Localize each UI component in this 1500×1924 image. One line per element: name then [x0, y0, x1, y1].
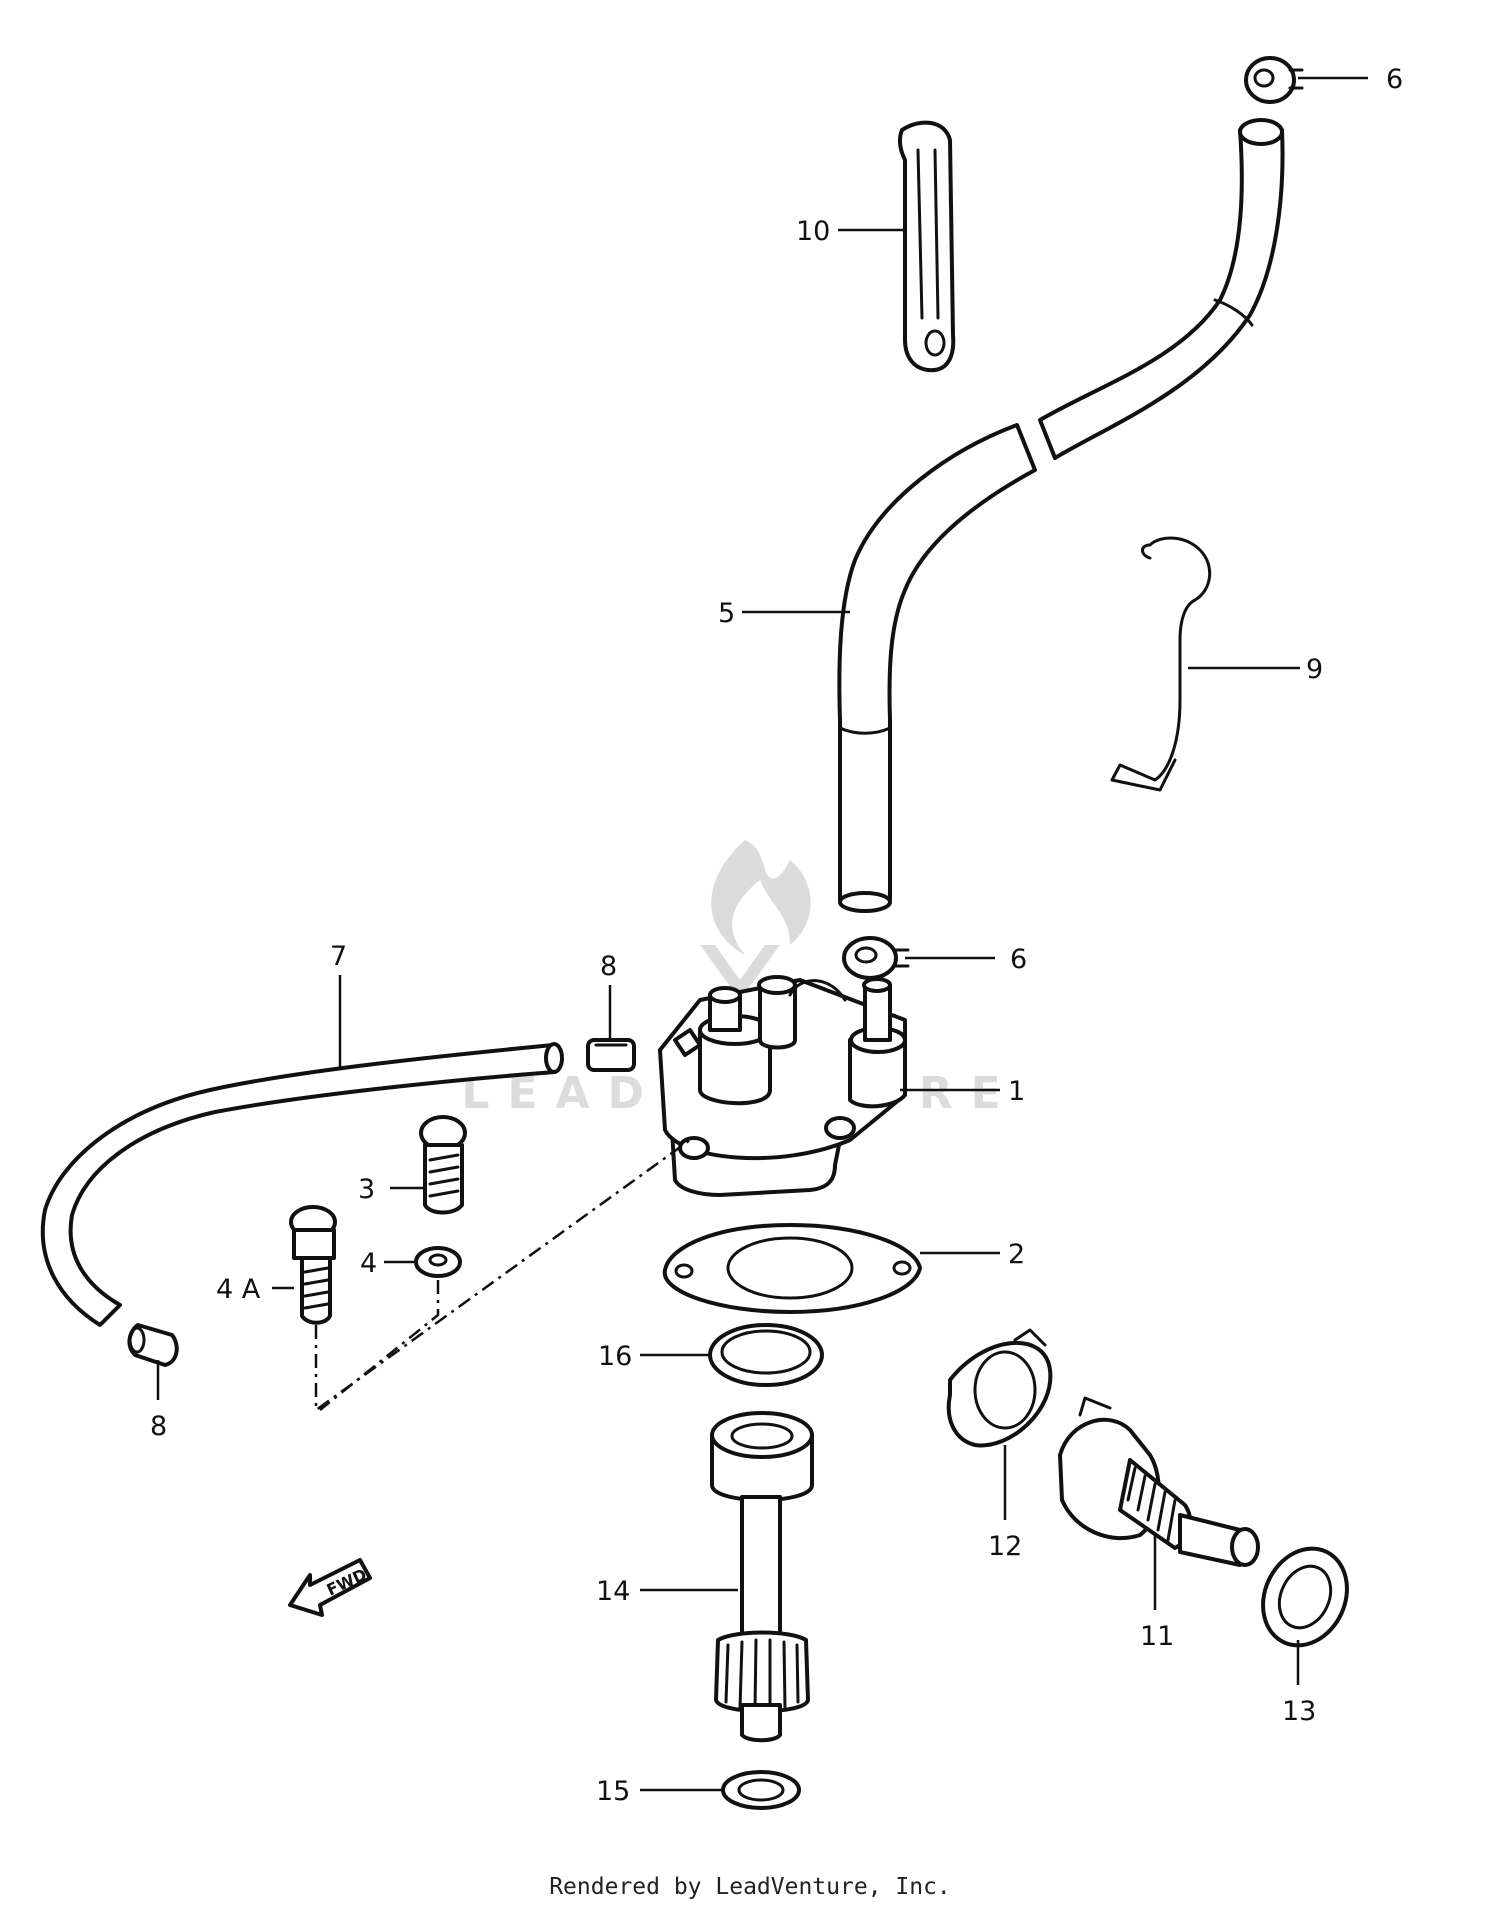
- callout-14: 14: [596, 1576, 630, 1607]
- callout-6-mid: 6: [1010, 944, 1027, 975]
- part-9-wire-clip[interactable]: [1110, 536, 1212, 792]
- callout-16: 16: [598, 1341, 632, 1372]
- callout-11: 11: [1140, 1621, 1174, 1652]
- part-8-nozzle-lower[interactable]: [127, 1323, 179, 1367]
- part-16-o-ring[interactable]: [708, 1323, 824, 1387]
- callout-12: 12: [988, 1531, 1022, 1562]
- callout-7: 7: [330, 941, 347, 972]
- callout-9: 9: [1306, 654, 1323, 685]
- part-5-hose-lower[interactable]: [837, 423, 1037, 913]
- callout-8-lower: 8: [150, 1411, 167, 1442]
- part-2-gasket[interactable]: [662, 1223, 922, 1314]
- callout-15: 15: [596, 1776, 630, 1807]
- part-14-drive-shaft[interactable]: [710, 1411, 814, 1743]
- fwd-arrow-icon: FWD: [288, 1558, 372, 1617]
- part-4a-bolt[interactable]: [289, 1205, 337, 1325]
- callout-6-top: 6: [1386, 64, 1403, 95]
- callout-10: 10: [796, 216, 830, 247]
- callout-8-top: 8: [600, 951, 617, 982]
- part-3-screw[interactable]: [419, 1115, 467, 1215]
- callout-3: 3: [358, 1174, 375, 1205]
- callouts: 6 10 5 9 7 8 6 1 3 4 4 A 2 16 8 12 11 14…: [150, 64, 1403, 1807]
- part-15-washer[interactable]: [721, 1770, 801, 1810]
- assembly-lines: [314, 1138, 691, 1413]
- part-8-nozzle-top[interactable]: [586, 1038, 636, 1072]
- callout-4a: 4 A: [216, 1274, 261, 1305]
- part-5-hose-upper[interactable]: [1038, 118, 1285, 460]
- callout-1: 1: [1008, 1076, 1025, 1107]
- part-1-oil-pump[interactable]: [658, 975, 907, 1197]
- part-6-clamp-mid[interactable]: [842, 936, 910, 980]
- part-6-clamp-top[interactable]: [1244, 56, 1304, 104]
- part-11-driven-gear[interactable]: [1058, 1396, 1260, 1567]
- leader-lines: [156, 76, 1368, 1792]
- part-12-bushing[interactable]: [946, 1328, 1053, 1448]
- callout-5: 5: [718, 598, 735, 629]
- callout-2: 2: [1008, 1239, 1025, 1270]
- part-13-seal[interactable]: [1248, 1535, 1363, 1659]
- part-7-oil-hose[interactable]: [40, 1042, 564, 1327]
- callout-4: 4: [360, 1248, 377, 1279]
- footer-credit: Rendered by LeadVenture, Inc.: [549, 1874, 951, 1900]
- callout-13: 13: [1282, 1696, 1316, 1727]
- part-10-bracket[interactable]: [897, 120, 956, 373]
- part-4-washer[interactable]: [414, 1246, 462, 1278]
